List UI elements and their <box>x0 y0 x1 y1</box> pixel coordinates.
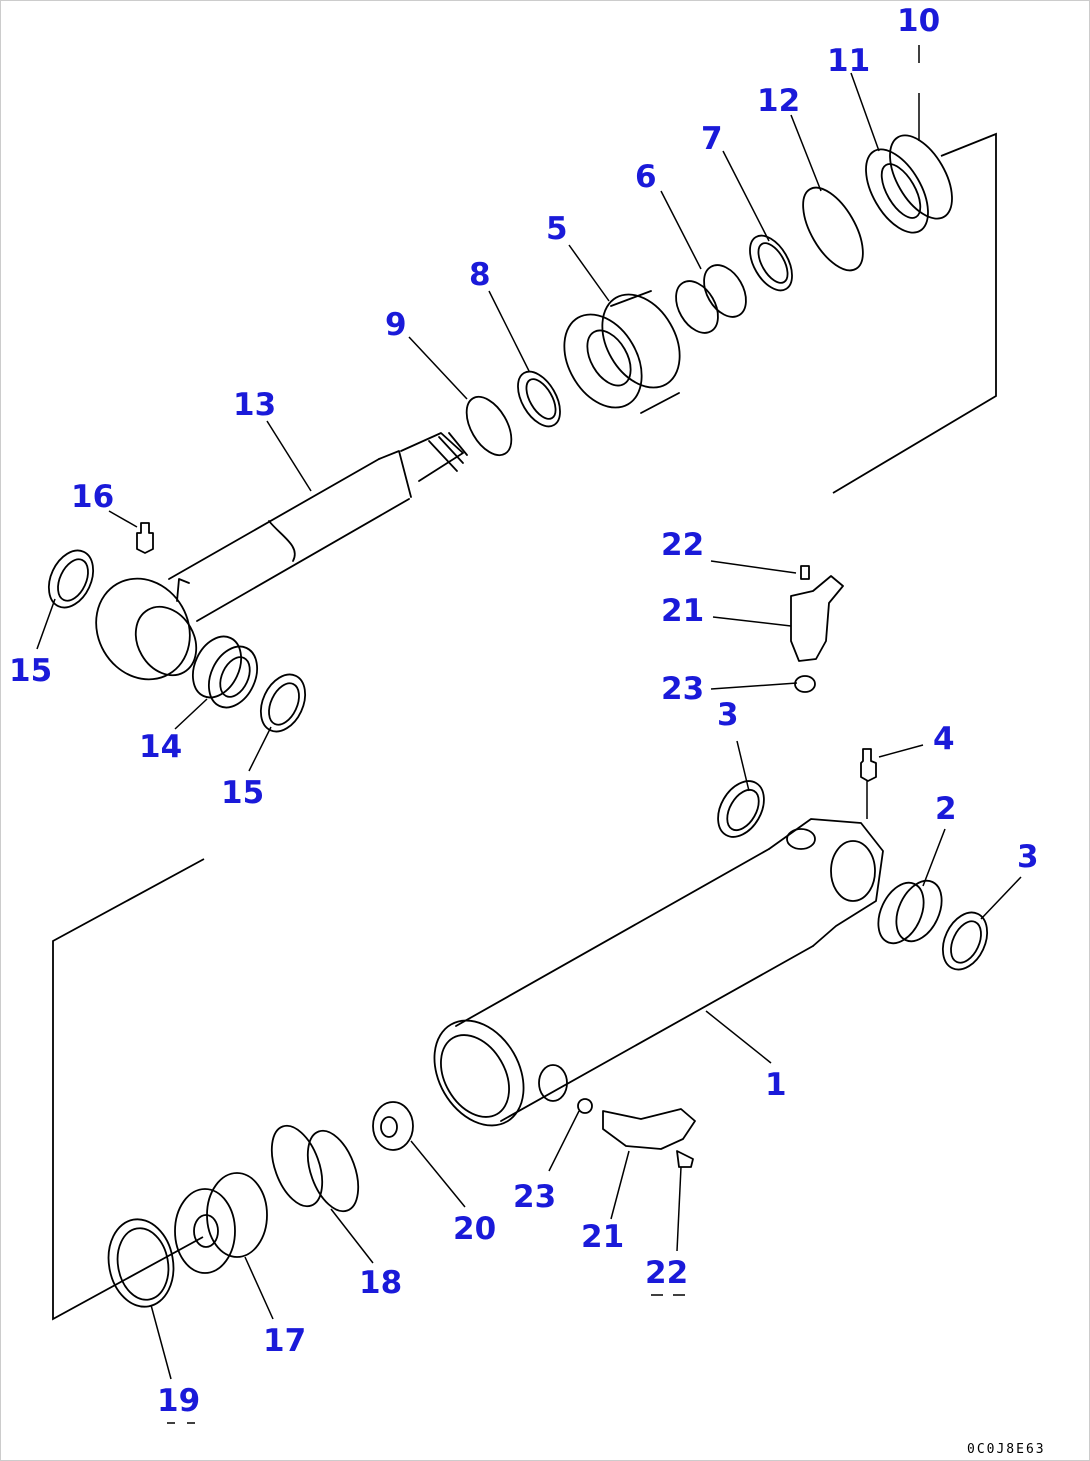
part-13-piston-rod <box>95 432 468 681</box>
part-5-piston <box>563 290 681 414</box>
callout-7: 7 <box>701 121 723 157</box>
part-2-bushing <box>877 879 943 945</box>
callout-10: 10 <box>897 3 940 39</box>
callout-19: 19 <box>157 1383 200 1419</box>
leader-lines <box>36 45 1022 1424</box>
part-3-seal-upper <box>717 780 765 838</box>
part-15-dust-seal-lower <box>259 673 307 733</box>
part-7-ring <box>749 234 793 292</box>
callout-21-upper: 21 <box>661 593 704 629</box>
callout-14: 14 <box>139 729 182 765</box>
callout-5: 5 <box>546 211 568 247</box>
part-15-dust-seal-upper <box>47 549 95 609</box>
assembly-frame-lines <box>52 132 997 1321</box>
callout-8: 8 <box>469 257 491 293</box>
callout-22-upper: 22 <box>661 527 704 563</box>
callout-18: 18 <box>359 1265 402 1301</box>
callout-12: 12 <box>757 83 800 119</box>
part-17-gland <box>174 1172 268 1274</box>
part-6-collar <box>675 264 747 334</box>
part-16-grease-fitting <box>136 522 154 554</box>
callout-2: 2 <box>935 791 957 827</box>
callout-23-lower: 23 <box>513 1179 556 1215</box>
callout-23-upper: 23 <box>661 671 704 707</box>
drawing-code: 0C0J8E63 <box>967 1442 1046 1457</box>
part-19-ring <box>107 1218 175 1308</box>
callout-6: 6 <box>635 159 657 195</box>
part-21-elbow-lower <box>577 1098 696 1168</box>
callout-3-right: 3 <box>1017 839 1039 875</box>
callout-9: 9 <box>385 307 407 343</box>
part-20-nut <box>372 1101 414 1151</box>
callout-1: 1 <box>765 1067 787 1103</box>
callout-15-lower: 15 <box>221 775 264 811</box>
callout-labels: 10 11 12 7 6 5 8 9 13 16 15 14 15 22 21 … <box>9 3 1039 1419</box>
callout-21-lower: 21 <box>581 1219 624 1255</box>
part-18-ring <box>270 1124 360 1213</box>
part-8-wear-ring <box>517 370 561 428</box>
callout-17: 17 <box>263 1323 306 1359</box>
part-3-seal-right <box>941 911 989 971</box>
callout-22-lower: 22 <box>645 1255 688 1291</box>
callout-15-upper: 15 <box>9 653 52 689</box>
part-14-bushing <box>192 635 258 709</box>
part-1-cylinder-tube <box>433 818 884 1127</box>
callout-4: 4 <box>933 721 955 757</box>
callout-16: 16 <box>71 479 114 515</box>
part-10-11-cylinder-head <box>865 134 953 234</box>
callout-11: 11 <box>827 43 870 79</box>
callout-13: 13 <box>233 387 276 423</box>
callout-3-upper: 3 <box>717 697 739 733</box>
part-12-o-ring <box>802 186 864 272</box>
part-4-grease-fitting <box>860 748 877 782</box>
part-9-snap-ring <box>465 395 513 457</box>
part-21-elbow-upper <box>790 565 844 693</box>
callout-20: 20 <box>453 1211 496 1247</box>
